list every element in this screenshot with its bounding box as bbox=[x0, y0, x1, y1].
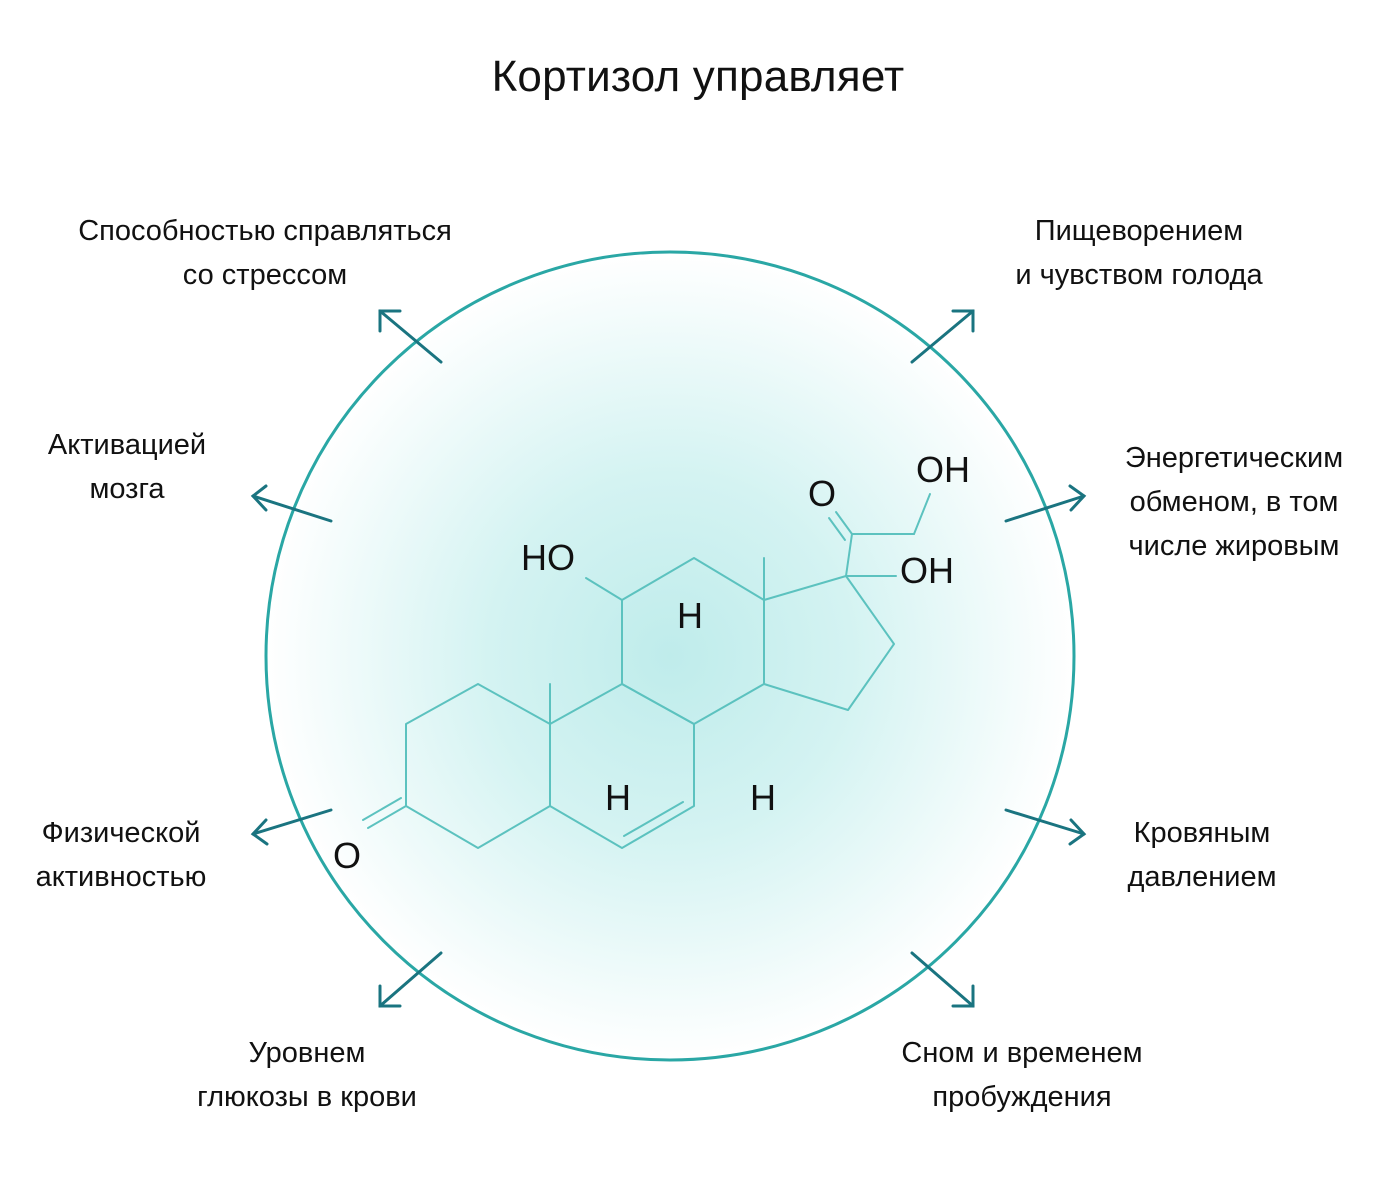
oh-label-mid: OH bbox=[900, 550, 954, 591]
arrow-sleep bbox=[910, 951, 975, 1008]
cortisol-molecule bbox=[362, 493, 931, 849]
label-glucose: Уровнем глюкозы в крови bbox=[197, 1037, 417, 1113]
o-bottom-label: O bbox=[333, 835, 361, 876]
label-brain: Активацией мозга bbox=[47, 429, 207, 505]
ho-label: HO bbox=[521, 537, 575, 578]
o-ketone-label: O bbox=[808, 473, 836, 514]
arrow-pressure bbox=[1004, 808, 1087, 846]
arrow-energy bbox=[1004, 484, 1087, 523]
label-digestion: Пищеворением и чувством голода bbox=[1015, 215, 1263, 291]
label-physical: Физической активностью bbox=[35, 817, 207, 893]
label-energy: Энергетическим обменом, в том числе жиро… bbox=[1124, 442, 1344, 562]
arrow-glucose bbox=[378, 951, 443, 1008]
label-sleep: Сном и временем пробуждения bbox=[901, 1037, 1143, 1113]
label-stress: Способностью справляться со стрессом bbox=[78, 215, 452, 291]
diagram-title: Кортизол управляет bbox=[491, 52, 905, 101]
h-label-mid: H bbox=[605, 777, 631, 818]
arrow-physical bbox=[250, 808, 333, 846]
arrows bbox=[250, 309, 1087, 1008]
h-label-right: H bbox=[750, 777, 776, 818]
h-label-top: H bbox=[677, 595, 703, 636]
arrow-digestion bbox=[910, 309, 975, 364]
oh-label-top: OH bbox=[916, 449, 970, 490]
arrow-stress bbox=[378, 309, 443, 364]
central-circle bbox=[264, 250, 1076, 1062]
label-pressure: Кровяным давлением bbox=[1127, 817, 1277, 893]
arrow-brain bbox=[250, 484, 333, 523]
